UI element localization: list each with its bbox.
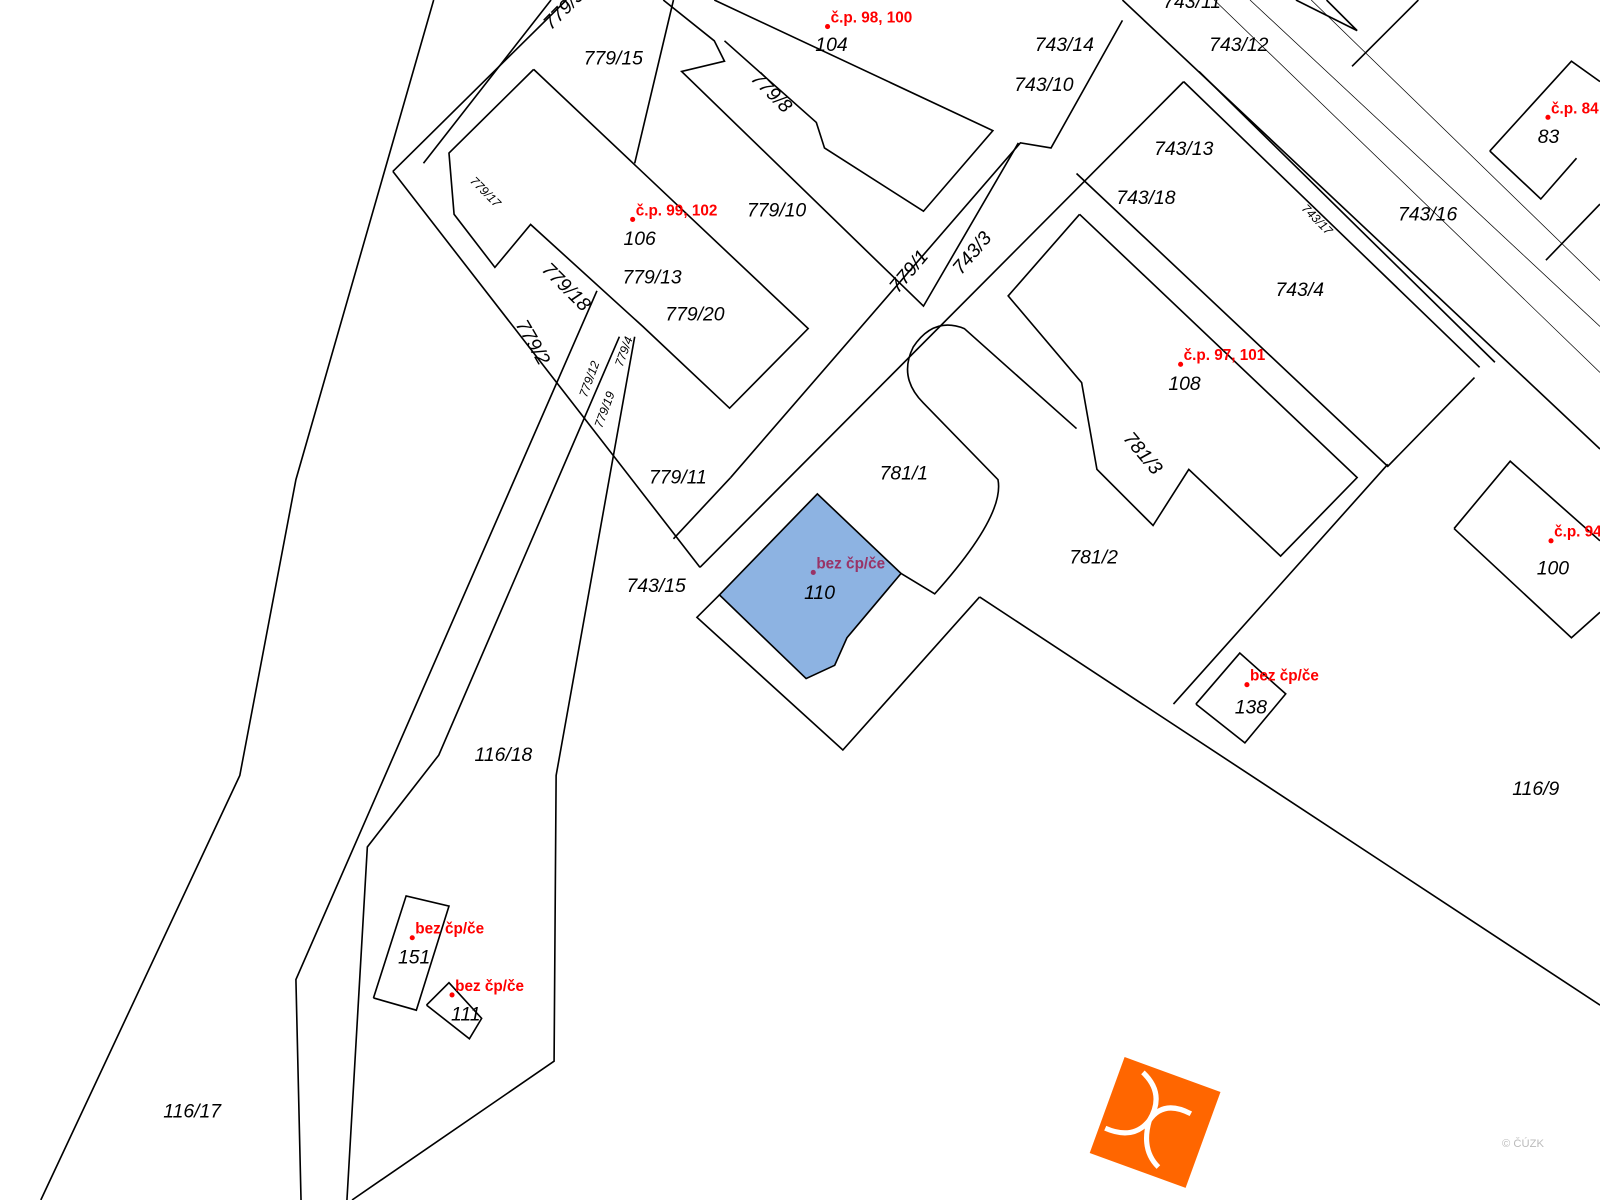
boundary-line xyxy=(1121,0,1600,450)
address-label: bez čp/če xyxy=(415,921,484,938)
boundary-line xyxy=(392,170,701,568)
building-number: 138 xyxy=(1235,696,1268,718)
address-point-icon xyxy=(1178,361,1184,367)
boundary-line xyxy=(1007,213,1359,558)
parcel-number: 781/3 xyxy=(1119,428,1167,479)
boundary-line xyxy=(729,20,1124,479)
cuzk-logo-icon xyxy=(1089,1057,1221,1188)
address-point-icon xyxy=(810,569,816,575)
parcel-number: 116/17 xyxy=(163,1100,222,1122)
parcel-number: 743/15 xyxy=(627,575,686,597)
address-label: bez čp/če xyxy=(1250,668,1319,685)
boundary-line xyxy=(672,476,732,540)
boundary-line xyxy=(1183,81,1481,368)
address-label: č.p. 98, 100 xyxy=(831,9,913,26)
parcel-number: 743/14 xyxy=(1035,34,1094,56)
parcel-number: 743/11 xyxy=(1163,0,1221,13)
boundary-line xyxy=(699,81,1185,568)
parcel-number: 779/11 xyxy=(649,467,707,489)
highlighted-building-110[interactable] xyxy=(718,492,903,680)
parcel-number: 743/16 xyxy=(1398,203,1457,225)
boundary-line xyxy=(351,336,636,1200)
address-label: č.p. 99, 102 xyxy=(636,202,718,219)
building-number: 151 xyxy=(398,946,430,968)
address-point-icon xyxy=(825,23,831,30)
parcel-boundaries xyxy=(40,0,1600,1200)
boundary-line xyxy=(1310,0,1600,281)
boundary-line xyxy=(1295,0,1358,32)
parcel-number: 779/1 xyxy=(885,246,933,297)
boundary-line xyxy=(1214,0,1600,373)
building-number: 106 xyxy=(623,228,656,250)
parcel-number: 743/17 xyxy=(1299,201,1336,238)
parcel-number: 116/9 xyxy=(1512,778,1559,800)
parcel-number: 743/10 xyxy=(1014,74,1073,96)
boundary-line xyxy=(1545,203,1600,261)
boundary-line xyxy=(1075,172,1476,468)
parcel-number: 743/3 xyxy=(948,227,996,278)
boundary-line xyxy=(295,290,598,1200)
parcel-number: 743/18 xyxy=(1116,187,1175,209)
address-label: č.p. 84 xyxy=(1551,100,1599,117)
parcel-number: 779/2 xyxy=(511,316,554,369)
parcel-number: 779/12 xyxy=(576,359,602,399)
copyright-text: © ČÚZK xyxy=(1502,1137,1544,1150)
parcel-number: 743/4 xyxy=(1276,279,1325,301)
building-number: 83 xyxy=(1538,126,1560,148)
boundary-line xyxy=(900,324,1078,595)
boundary-line xyxy=(979,596,1600,1006)
boundary-line xyxy=(1195,651,1287,744)
boundary-line xyxy=(1489,60,1600,152)
parcel-number: 116/18 xyxy=(474,744,532,766)
map-labels: 779/15 779/8 779/10 779/17 779/18 779/13 779/2… xyxy=(163,0,1600,1122)
boundary-line xyxy=(713,0,995,213)
address-label: č.p. 97, 101 xyxy=(1184,347,1266,364)
building-number: 111 xyxy=(451,1003,480,1025)
parcel-number: 779/7 xyxy=(899,0,950,6)
boundary-line xyxy=(1172,463,1389,705)
parcel-number: 779/18 xyxy=(537,258,595,316)
boundary-line xyxy=(1489,150,1578,201)
address-point-icon xyxy=(409,935,415,941)
building-number: 110 xyxy=(804,582,835,604)
boundary-line xyxy=(425,981,483,1040)
parcel-number: 781/1 xyxy=(880,463,929,485)
address-point-icon xyxy=(1244,682,1250,688)
building-number: 104 xyxy=(815,34,848,56)
parcel-number: 779/13 xyxy=(622,267,681,289)
boundary-line xyxy=(1198,70,1496,363)
address-point-icon xyxy=(1545,114,1551,120)
address-label: č.p. 94 xyxy=(1554,524,1600,541)
boundary-line xyxy=(372,894,451,1012)
boundary-line xyxy=(1249,0,1600,327)
boundary-line xyxy=(40,0,435,1200)
parcel-number: 779/17 xyxy=(467,174,504,211)
parcel-number: 781/2 xyxy=(1069,546,1118,568)
building-number: 108 xyxy=(1168,373,1201,395)
address-point-icon xyxy=(630,216,636,222)
parcel-number: 779/20 xyxy=(665,303,724,325)
boundary-line xyxy=(448,68,810,410)
boundary-line xyxy=(1453,527,1600,639)
boundary-line xyxy=(1351,0,1419,67)
parcel-number: 779/15 xyxy=(584,47,643,69)
boundary-line xyxy=(695,594,981,752)
address-point-icon xyxy=(449,992,455,998)
parcel-number: 743/13 xyxy=(1154,138,1213,160)
boundary-line xyxy=(1453,460,1600,542)
boundary-line xyxy=(633,0,675,164)
boundary-line xyxy=(392,0,567,173)
parcel-number: 779/19 xyxy=(592,389,618,429)
boundary-line xyxy=(662,0,1020,308)
address-label: bez čp/če xyxy=(455,978,524,995)
parcel-number: 743/12 xyxy=(1209,34,1268,56)
address-label: bez čp/če xyxy=(816,555,885,572)
parcel-number: 779/8 xyxy=(746,68,796,118)
parcel-number: 779/10 xyxy=(747,199,806,221)
boundary-line xyxy=(422,0,552,164)
building-number: 100 xyxy=(1537,557,1570,579)
address-point-icon xyxy=(1548,538,1554,544)
boundary-line xyxy=(346,336,621,1200)
